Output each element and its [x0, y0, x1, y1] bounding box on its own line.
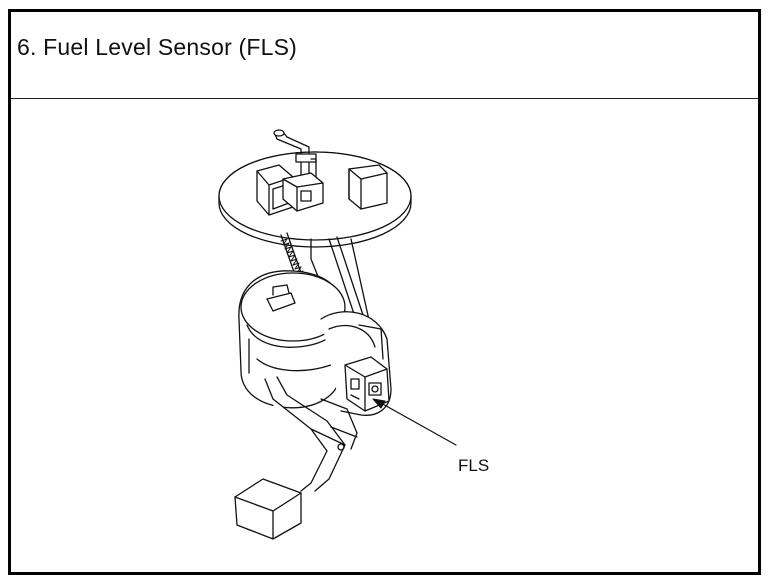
fuel-outlet-pipe: [273, 129, 317, 192]
title-row: 6. Fuel Level Sensor (FLS): [11, 12, 758, 99]
fuel-level-sensor: [344, 356, 390, 412]
flange-connector-right: [348, 164, 388, 210]
fuel-pump-assembly-diagram: FLS: [218, 129, 489, 540]
figure-panel: 6. Fuel Level Sensor (FLS): [8, 9, 761, 575]
flange-connector-center: [282, 172, 324, 212]
float-arm: [264, 376, 358, 492]
float: [234, 478, 302, 540]
section-title: 6. Fuel Level Sensor (FLS): [17, 34, 298, 60]
diagram-area: FLS: [11, 99, 758, 572]
fls-leader-line: [372, 398, 457, 446]
callout-label-fls: FLS: [458, 456, 489, 475]
